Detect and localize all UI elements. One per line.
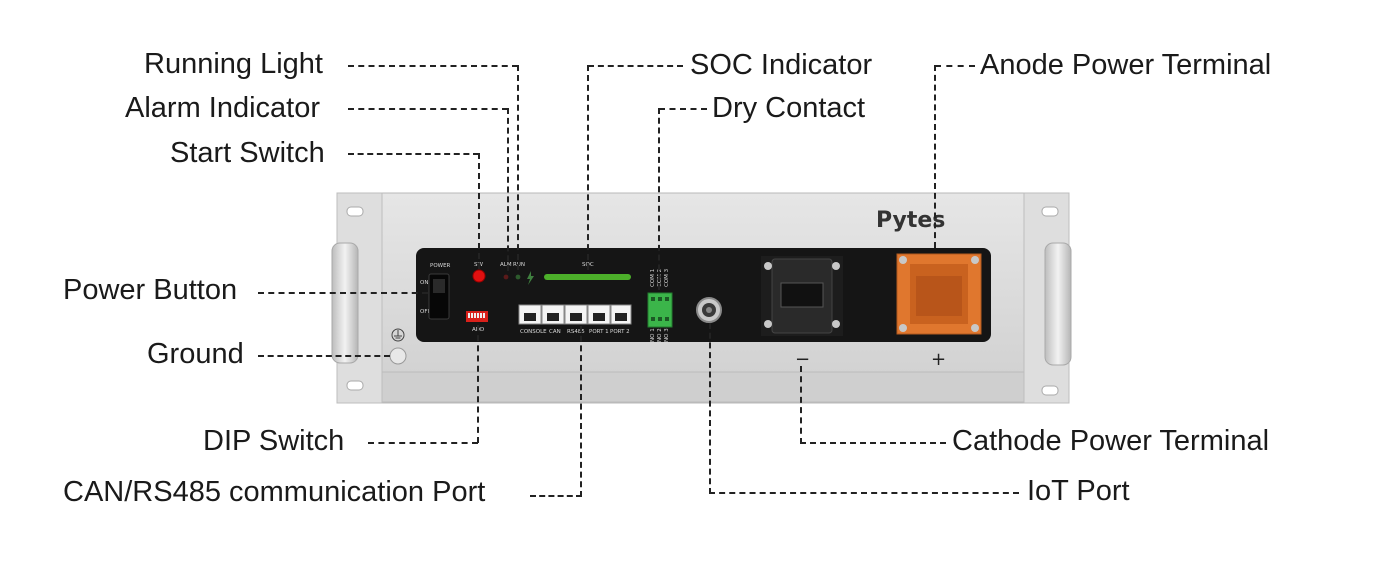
off-label: OFF [420, 309, 431, 315]
ground-symbol [391, 328, 405, 342]
callout-dry-contact: Dry Contact [712, 92, 866, 124]
leader-cathode-v [800, 366, 802, 444]
lightning-icon [527, 271, 534, 285]
callout-ground: Ground [147, 338, 244, 370]
plus-sign: + [931, 349, 946, 370]
leader-dry-contact-v [658, 108, 660, 290]
no-label-1: NO 1 [650, 328, 656, 342]
right-handle [1044, 242, 1072, 366]
port-label-1: PORT 1 [589, 329, 609, 335]
leader-dip-v [477, 325, 479, 443]
port-label-rs485: RS485 [567, 329, 585, 335]
leader-anode-h [935, 65, 975, 67]
alm-label: ALM [500, 262, 512, 268]
run-led [515, 274, 521, 280]
callout-cathode-terminal: Cathode Power Terminal [952, 425, 1270, 457]
callout-start-switch: Start Switch [170, 137, 325, 169]
anode-terminal[interactable] [896, 253, 982, 335]
no-label-3: NO 3 [664, 328, 670, 342]
com-label-3: COM 3 [664, 268, 670, 287]
leader-start-switch-h [348, 153, 479, 155]
leader-anode-v [934, 65, 936, 248]
rj45-port-group [518, 304, 632, 325]
no-label-2: NO 2 [657, 328, 663, 342]
com-label-2: COM 2 [657, 269, 663, 287]
leader-cathode-h [800, 442, 946, 444]
leader-power-button [258, 292, 428, 294]
brand-logo: Pytes [876, 208, 945, 233]
alarm-led [503, 274, 509, 280]
start-switch[interactable] [472, 269, 486, 283]
callout-power-button: Power Button [63, 274, 238, 306]
ground-screw [389, 347, 407, 365]
leader-running-light-h [348, 65, 518, 67]
leader-alarm-h [348, 108, 508, 110]
leader-dip-h [368, 442, 478, 444]
leader-running-light-v [517, 65, 519, 270]
port-label-console: CONSOLE [520, 329, 547, 335]
cathode-terminal[interactable] [761, 256, 843, 336]
com-label-1: COM 1 [650, 269, 656, 287]
leader-can-h [530, 495, 582, 497]
callout-dip-switch: DIP Switch [203, 425, 345, 457]
left-handle [331, 242, 359, 364]
callout-running-light: Running Light [144, 48, 323, 80]
port-label-2: PORT 2 [610, 329, 630, 335]
chassis-bottom-plate [369, 371, 1037, 403]
callout-can-rs485-port: CAN/RS485 communication Port [63, 476, 486, 508]
power-switch-label: POWER [430, 263, 451, 269]
leader-ground [258, 355, 390, 357]
leader-alarm-v [507, 108, 509, 271]
soc-indicator-bar [544, 274, 631, 280]
leader-start-switch-v [478, 153, 480, 269]
callout-iot-port: IoT Port [1027, 475, 1130, 507]
callout-alarm-indicator: Alarm Indicator [125, 92, 321, 124]
callout-soc-indicator: SOC Indicator [690, 49, 873, 81]
leader-soc-v [587, 65, 589, 270]
leader-can-v [580, 326, 582, 497]
leader-iot-v [709, 323, 711, 494]
leader-dry-contact-h [659, 108, 707, 110]
callout-anode-terminal: Anode Power Terminal [980, 49, 1272, 81]
port-label-can: CAN [549, 329, 561, 335]
minus-sign: − [795, 349, 810, 370]
leader-soc-h [588, 65, 683, 67]
leader-iot-h [709, 492, 1019, 494]
on-label: ON [420, 280, 428, 286]
